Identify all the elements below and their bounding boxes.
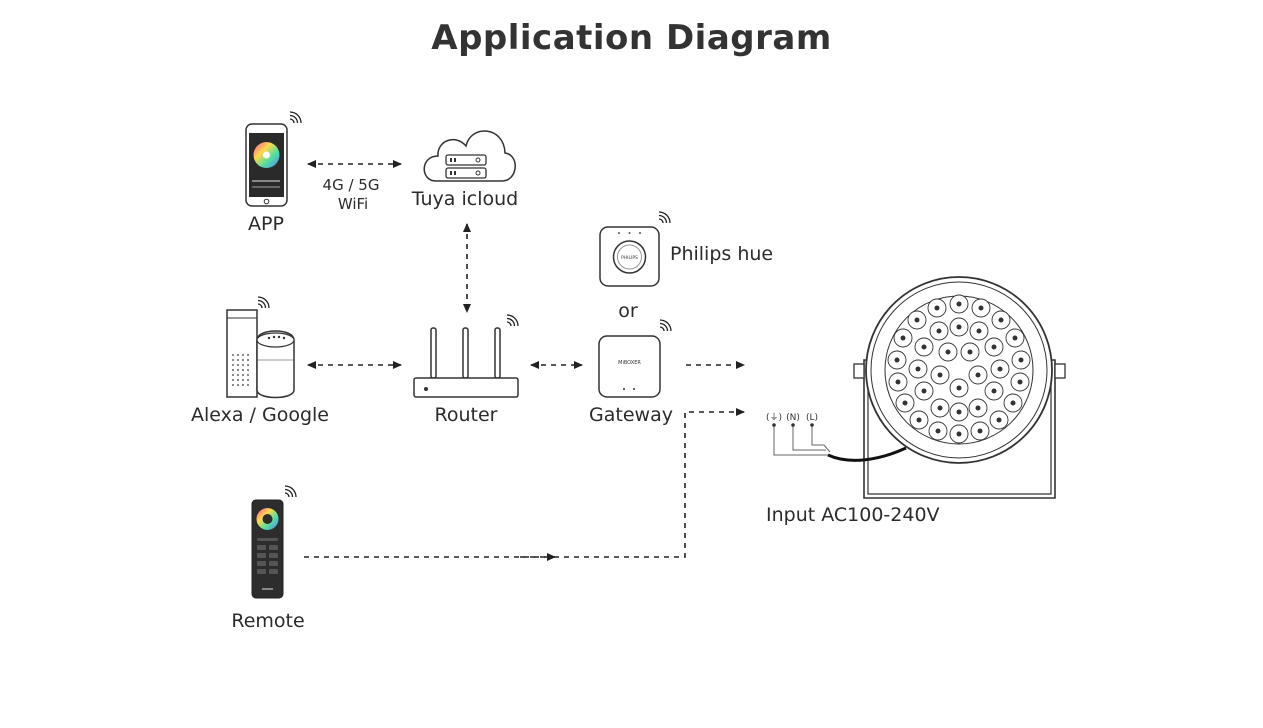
remote-label: Remote xyxy=(231,610,305,632)
hue-bridge-icon: PHILIPS xyxy=(599,211,671,287)
arrow-remote-light xyxy=(304,408,745,558)
terminal-live: (L) xyxy=(806,413,818,423)
network-label-line1: 4G / 5G xyxy=(322,176,380,194)
terminal-neutral: (N) xyxy=(786,413,800,423)
phone-icon xyxy=(245,111,302,207)
terminal-earth: (⏚) xyxy=(766,412,782,423)
hue-bridge-label: Philips hue xyxy=(670,243,774,265)
router-label: Router xyxy=(434,404,498,426)
input-voltage-label: Input AC100-240V xyxy=(766,504,940,526)
gateway-mark: MiBOXER xyxy=(618,360,641,366)
smart-speaker-icon xyxy=(226,296,295,399)
gateway-icon: MiBOXER xyxy=(598,319,672,398)
router-icon xyxy=(413,314,519,398)
cloud-icon xyxy=(423,130,516,182)
network-label-line2: WiFi xyxy=(337,195,369,213)
or-label: or xyxy=(618,300,638,322)
flood-light-icon: (⏚) (N) (L) xyxy=(766,276,1066,499)
gateway-label: Gateway xyxy=(589,404,673,426)
page-title: Application Diagram xyxy=(431,18,832,58)
voice-assistant-label: Alexa / Google xyxy=(190,404,330,426)
remote-icon xyxy=(251,485,297,599)
hue-bridge-mark: PHILIPS xyxy=(621,255,638,261)
cloud-label: Tuya icloud xyxy=(411,188,519,210)
app-label: APP xyxy=(248,213,284,235)
